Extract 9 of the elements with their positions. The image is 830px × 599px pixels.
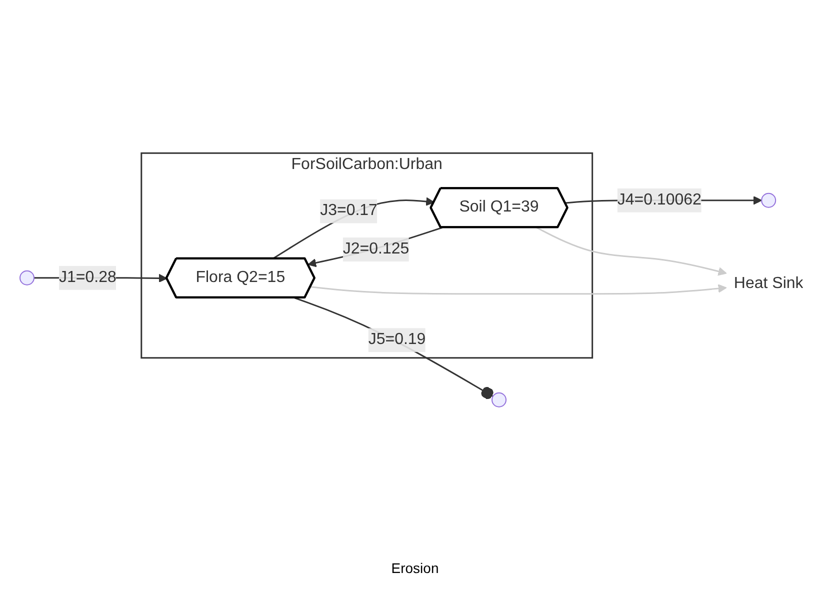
arrow: [536, 226, 726, 276]
edge-label: J1=0.28: [58, 268, 116, 286]
edge-label: J4=0.10062: [616, 191, 702, 208]
edge-label: J5=0.19: [368, 331, 426, 348]
edge-label: J3=0.17: [320, 202, 378, 220]
arrow: [310, 284, 726, 295]
edge-label: J2=0.125: [342, 240, 409, 258]
note-text: Erosion: [391, 560, 439, 576]
node-text: Heat Sink: [734, 274, 803, 292]
